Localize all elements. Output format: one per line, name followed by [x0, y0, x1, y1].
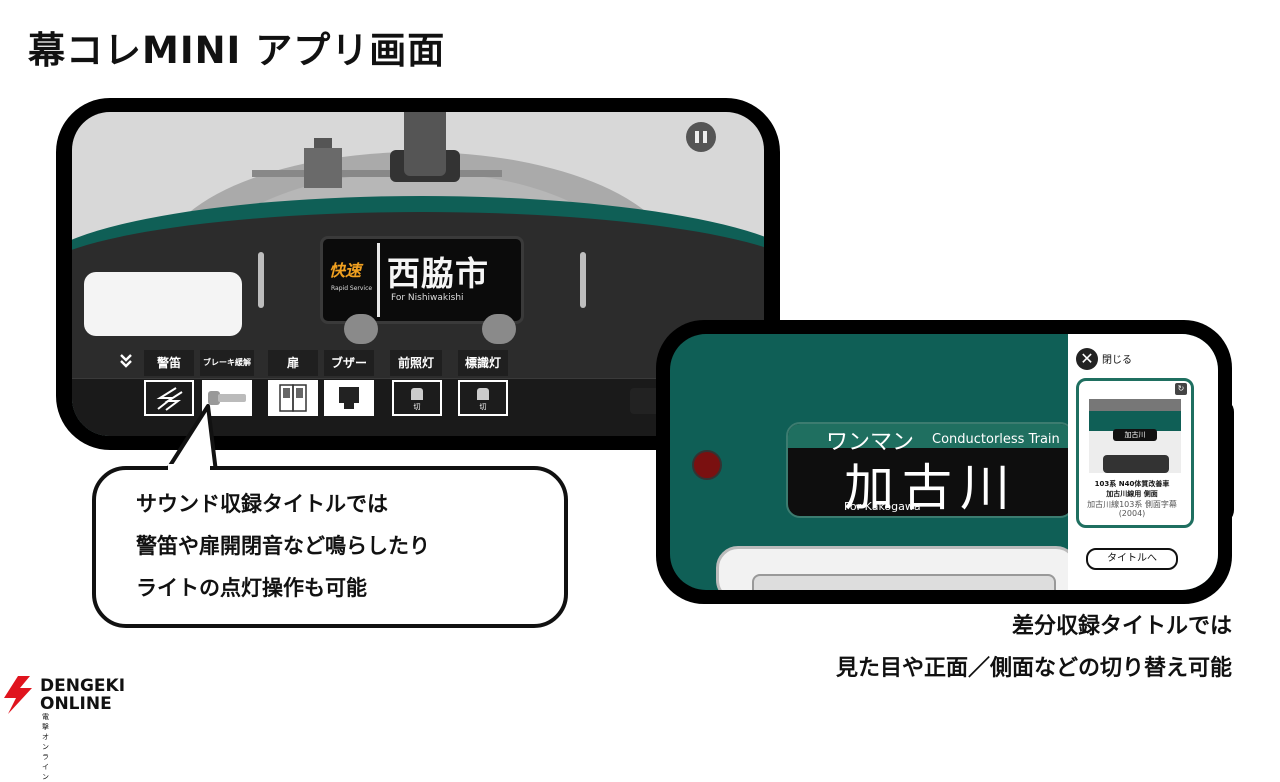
- door-icon: [279, 384, 307, 412]
- coupler-knob-right: [482, 314, 516, 344]
- thumbnail-caption-2: 加古川線用 側面: [1106, 490, 1158, 498]
- close-label[interactable]: 閉じる: [1102, 355, 1132, 366]
- cab-window: [84, 272, 242, 336]
- front-slot-right: [580, 252, 586, 308]
- brake-label: ブレーキ緩解: [200, 350, 254, 376]
- bubble-line-2: 警笛や扉開閉音など鳴らしたり: [136, 534, 430, 558]
- coupler-knob-left: [344, 314, 378, 344]
- destination-jp: 加古川: [844, 459, 1018, 517]
- pantograph: [404, 112, 446, 176]
- destination-sign: 快速 Rapid Service 西脇市 For Nishiwakishi: [320, 236, 524, 324]
- logo-text-2: ONLINE: [40, 694, 112, 714]
- destination-en: For Nishiwakishi: [391, 293, 464, 303]
- caption-line-2: 見た目や正面／側面などの切り替え可能: [835, 656, 1232, 681]
- refresh-icon[interactable]: ↻: [1175, 383, 1187, 395]
- thumbnail-lower: [1103, 455, 1169, 473]
- tail-light: [692, 450, 722, 480]
- brake-icon: [208, 391, 246, 405]
- horn-button[interactable]: [144, 380, 194, 416]
- bubble-line-3: ライトの点灯操作も可能: [136, 576, 367, 600]
- marker-light-label: 標識灯: [458, 350, 508, 376]
- side-destination-sign: ワンマン Conductorless Train 加古川 For Kakogaw…: [786, 422, 1074, 518]
- close-icon[interactable]: ✕: [1076, 348, 1098, 370]
- lower-plate-inner: [752, 574, 1056, 590]
- lamp-switch-icon: [477, 388, 489, 400]
- thumbnail-caption-3: 加古川線103系 側面字幕: [1087, 500, 1177, 509]
- roof-rail: [252, 170, 502, 177]
- lamp-switch-icon: [411, 388, 423, 400]
- pause-icon-bar: [703, 131, 707, 143]
- thumbnail-sign: 加古川: [1113, 429, 1157, 441]
- horn-icon: [156, 387, 183, 411]
- thumbnail-sign-text: 加古川: [1124, 431, 1146, 439]
- front-slot-left: [258, 252, 264, 308]
- speech-bubble: サウンド収録タイトルでは 警笛や扉開閉音など鳴らしたり ライトの点灯操作も可能: [92, 466, 568, 628]
- buzzer-icon: [339, 387, 359, 409]
- buzzer-button[interactable]: [324, 380, 374, 416]
- service-type-en: Rapid Service: [331, 285, 373, 292]
- blank-button[interactable]: [630, 388, 660, 414]
- door-label: 扉: [268, 350, 318, 376]
- headlight-state: 切: [413, 403, 421, 411]
- marker-light-button[interactable]: 切: [458, 380, 508, 416]
- logo-text-3: 電撃オンライン: [42, 713, 52, 781]
- thumbnail-caption-1: 103系 N40体質改善車: [1094, 480, 1170, 488]
- lightning-logo-icon: [4, 676, 32, 714]
- cab-simulator-screen: 快速 Rapid Service 西脇市 For Nishiwakishi 警笛…: [72, 112, 764, 436]
- logo-text-1: DENGEKI: [40, 676, 126, 696]
- thumbnail-caption-4: (2004): [1118, 509, 1146, 518]
- headlight-label: 前照灯: [390, 350, 442, 376]
- pause-icon: [695, 131, 699, 143]
- title-thumbnail-card[interactable]: ↻ 加古川 103系 N40体質改善車 加古川線用 側面 加古川線103系 側面…: [1076, 378, 1194, 528]
- sign-top-band: [788, 424, 1072, 448]
- thumbnail-roof: [1089, 399, 1181, 411]
- bubble-tail: [164, 404, 218, 474]
- bubble-line-1: サウンド収録タイトルでは: [136, 492, 388, 516]
- oneman-label-en: Conductorless Train: [932, 432, 1060, 447]
- page-title: 幕コレMINI アプリ画面: [28, 29, 446, 72]
- door-button[interactable]: [268, 380, 318, 416]
- service-type-label: 快速: [329, 261, 362, 280]
- horn-label: 警笛: [144, 350, 194, 376]
- thumbnail-image: 加古川: [1089, 399, 1181, 473]
- pause-button[interactable]: [686, 122, 716, 152]
- buzzer-label: ブザー: [324, 350, 374, 376]
- caption-line-1: 差分収録タイトルでは: [1011, 614, 1232, 639]
- destination-jp: 西脇市: [387, 254, 489, 293]
- selection-panel: ✕ 閉じる ↻ 加古川 103系 N40体質改善車 加古川線用 側面 加古川線1…: [1068, 334, 1218, 590]
- roof-equipment: [304, 148, 342, 188]
- destination-en: For Kakogawa: [844, 500, 921, 513]
- marker-light-state: 切: [479, 403, 487, 411]
- thumbnail-teal: [1089, 411, 1181, 431]
- sign-divider: [377, 243, 380, 317]
- sign-viewer-screen: ワンマン Conductorless Train 加古川 For Kakogaw…: [670, 334, 1218, 590]
- back-to-title-button[interactable]: タイトルへ: [1086, 548, 1178, 570]
- headlight-button[interactable]: 切: [392, 380, 442, 416]
- bubble-seam-cover: [168, 464, 210, 472]
- oneman-label-jp: ワンマン: [826, 430, 915, 455]
- chevron-double-down-icon[interactable]: [118, 352, 134, 372]
